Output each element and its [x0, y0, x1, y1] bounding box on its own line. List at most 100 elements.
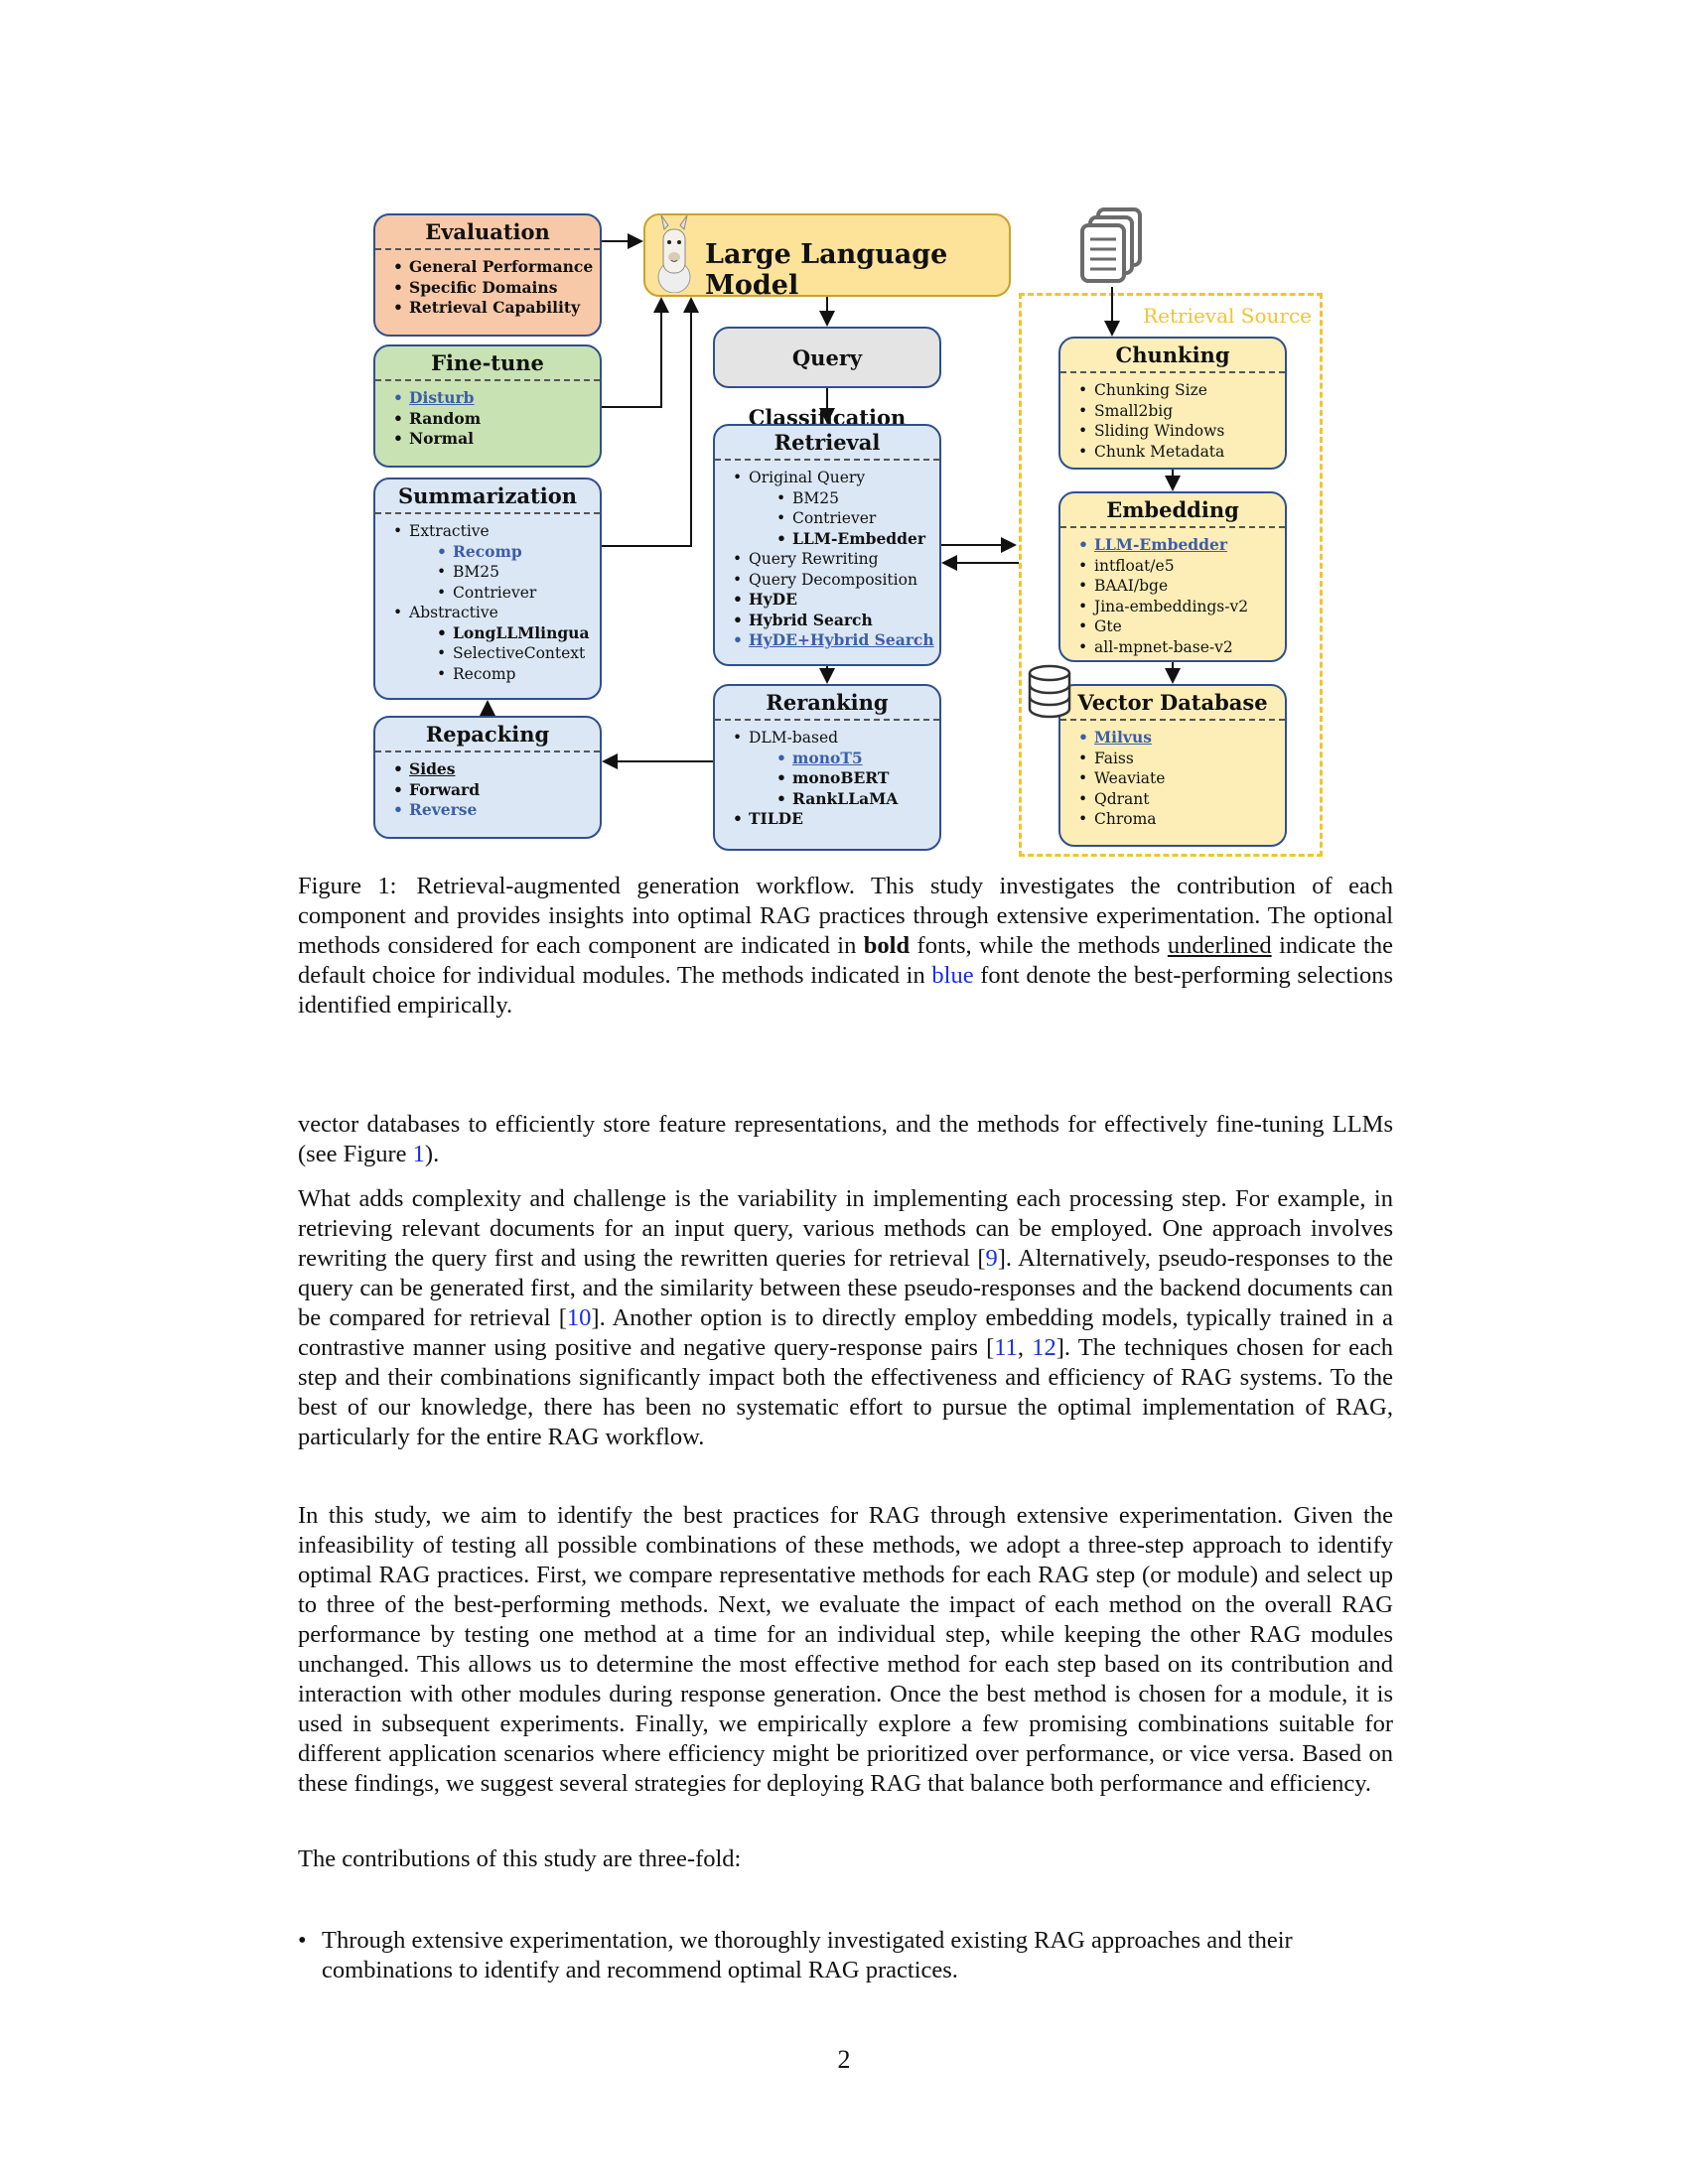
- list-item: Qdrant: [1078, 789, 1285, 810]
- database-icon: [1028, 664, 1071, 719]
- paragraph: The contributions of this study are thre…: [298, 1844, 1393, 1874]
- list-item: Normal: [393, 429, 600, 450]
- paragraph-text: ).: [424, 1141, 440, 1167]
- bullet-dot: •: [298, 1927, 307, 1954]
- list-item: TILDE: [733, 809, 939, 830]
- citation-link[interactable]: 11: [994, 1334, 1018, 1361]
- list-item: Chroma: [1078, 809, 1285, 830]
- list-item: Query Rewriting: [733, 549, 939, 570]
- list-item: Forward: [393, 780, 600, 801]
- llm-title: Large Language Model: [705, 239, 948, 301]
- summarization-title: Summarization: [375, 479, 600, 514]
- list-item: Hybrid Search: [733, 611, 939, 631]
- finetune-title: Fine-tune: [375, 346, 600, 381]
- llama-icon: [657, 215, 691, 293]
- paragraph-text: What adds complexity and challenge is th…: [298, 1185, 1393, 1272]
- list-item: Weaviate: [1078, 768, 1285, 789]
- list-item: Small2big: [1078, 401, 1285, 422]
- retrieval-source-region: Retrieval Source: [1019, 293, 1323, 857]
- paragraph-text: ]. Another option is to directly employ …: [298, 1304, 1393, 1361]
- reranking-title: Reranking: [715, 686, 939, 721]
- list-item: monoT5: [733, 749, 939, 769]
- retrieval-title: Retrieval: [715, 426, 939, 461]
- embedding-box: Embedding LLM-Embedder intfloat/e5 BAAI/…: [1058, 491, 1287, 662]
- list-item: Extractive: [393, 521, 600, 542]
- paragraph-text: ]. Alternatively, pseudo-responses to th…: [298, 1245, 1393, 1331]
- reranking-box: Reranking DLM-based monoT5 monoBERT Rank…: [713, 684, 941, 851]
- repacking-box: Repacking Sides Forward Reverse: [373, 716, 602, 839]
- list-item: SelectiveContext: [393, 643, 600, 664]
- vector-database-box: Vector Database Milvus Faiss Weaviate Qd…: [1058, 684, 1287, 847]
- list-item: BM25: [393, 562, 600, 583]
- list-item: Retrieval Capability: [393, 298, 600, 319]
- bullet-text: Through extensive experimentation, we th…: [322, 1927, 1293, 1983]
- summarization-box: Summarization Extractive Recomp BM25 Con…: [373, 478, 602, 700]
- list-item: LongLLMlingua: [393, 623, 600, 644]
- list-item: Contriever: [733, 508, 939, 529]
- list-item: Gte: [1078, 616, 1285, 637]
- list-item: HyDE+Hybrid Search: [733, 630, 939, 651]
- list-item: Original Query: [733, 468, 939, 488]
- citation-link[interactable]: 12: [1032, 1334, 1056, 1361]
- list-item: LLM-Embedder: [733, 529, 939, 550]
- list-item: Faiss: [1078, 749, 1285, 769]
- list-item: Specific Domains: [393, 278, 600, 299]
- chunking-box: Chunking Chunking Size Small2big Sliding…: [1058, 337, 1287, 470]
- list-item: intfloat/e5: [1078, 556, 1285, 577]
- list-item: Abstractive: [393, 603, 600, 623]
- retrieval-box: Retrieval Original Query BM25 Contriever…: [713, 424, 941, 666]
- retrieval-source-label: Retrieval Source: [1143, 304, 1312, 328]
- list-item: • Through extensive experimentation, we …: [298, 1926, 1393, 1985]
- caption-text: fonts, while the methods: [910, 932, 1168, 959]
- caption-underlined: underlined: [1167, 932, 1272, 959]
- caption-text: font denote the best-performing selectio…: [298, 962, 1393, 1019]
- citation-link[interactable]: 9: [985, 1245, 998, 1272]
- list-item: HyDE: [733, 590, 939, 611]
- list-item: Query Decomposition: [733, 570, 939, 591]
- list-item: Sliding Windows: [1078, 421, 1285, 442]
- list-item: Milvus: [1078, 728, 1285, 749]
- paragraph-text: ]. The techniques chosen for each step a…: [298, 1334, 1394, 1450]
- list-item: BM25: [733, 488, 939, 509]
- caption-blue: blue: [931, 962, 974, 989]
- caption-text: Retrieval-augmented generation workflow.…: [298, 873, 1393, 959]
- paragraph: In this study, we aim to identify the be…: [298, 1501, 1393, 1799]
- rag-workflow-figure: Retrieval Source Evaluation General Perf…: [367, 204, 1327, 857]
- caption-label: Figure 1:: [298, 873, 397, 899]
- list-item: Chunk Metadata: [1078, 442, 1285, 463]
- paragraph: vector databases to efficiently store fe…: [298, 1110, 1393, 1169]
- list-item: Disturb: [393, 388, 600, 409]
- list-item: all-mpnet-base-v2: [1078, 637, 1285, 658]
- list-item: Recomp: [393, 664, 600, 685]
- caption-bold: bold: [863, 932, 911, 959]
- list-item: RankLLaMA: [733, 789, 939, 810]
- list-item: General Performance: [393, 257, 600, 278]
- evaluation-title: Evaluation: [375, 215, 600, 250]
- paragraph-text: ,: [1017, 1334, 1033, 1361]
- page-number: 2: [837, 2045, 851, 2074]
- list-item: Jina-embeddings-v2: [1078, 597, 1285, 617]
- paragraph-text: In this study, we aim to identify the be…: [298, 1502, 1393, 1797]
- list-item: LLM-Embedder: [1078, 535, 1285, 556]
- figure-ref-link[interactable]: 1: [412, 1141, 425, 1167]
- paragraph: What adds complexity and challenge is th…: [298, 1184, 1393, 1452]
- list-item: BAAI/bge: [1078, 576, 1285, 597]
- chunking-title: Chunking: [1060, 339, 1285, 373]
- list-item: Random: [393, 409, 600, 430]
- list-item: Sides: [393, 759, 600, 780]
- caption-text: indicate the default choice for individu…: [298, 932, 1393, 989]
- list-item: Contriever: [393, 583, 600, 604]
- finetune-box: Fine-tune Disturb Random Normal: [373, 344, 602, 468]
- list-item: monoBERT: [733, 768, 939, 789]
- workflow-arrows: [480, 233, 1181, 769]
- embedding-title: Embedding: [1060, 493, 1285, 528]
- list-item: DLM-based: [733, 728, 939, 749]
- evaluation-box: Evaluation General Performance Specific …: [373, 213, 602, 337]
- paragraph-text: vector databases to efficiently store fe…: [298, 1111, 1393, 1167]
- figure-caption: Figure 1:Retrieval-augmented generation …: [298, 872, 1393, 1021]
- list-item: Chunking Size: [1078, 380, 1285, 401]
- citation-link[interactable]: 10: [566, 1304, 592, 1331]
- vector-database-title: Vector Database: [1060, 686, 1285, 721]
- list-item: Reverse: [393, 800, 600, 821]
